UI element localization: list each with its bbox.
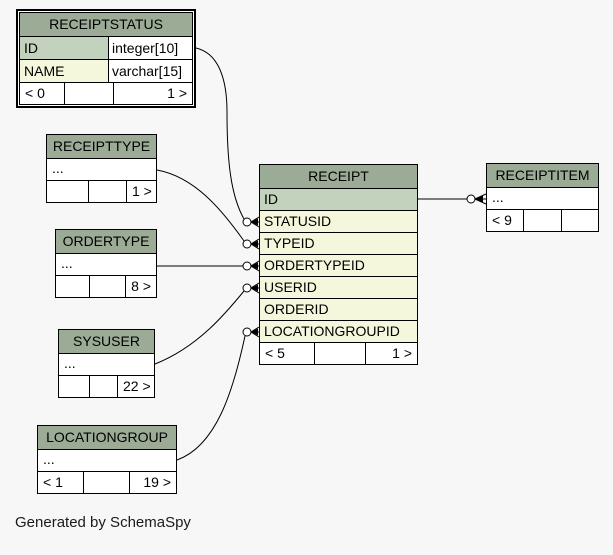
rows-count <box>90 276 126 297</box>
column-name: ID <box>260 189 417 210</box>
cardinality-circle-icon <box>242 327 252 337</box>
rows-count <box>524 210 562 231</box>
column-name: TYPEID <box>260 233 417 254</box>
column-row-typeid: TYPEID <box>260 233 417 255</box>
edge-sysuser-receipt-userid <box>154 282 260 365</box>
column-row-name: NAME varchar[15] <box>20 60 192 83</box>
table-locationgroup-title: LOCATIONGROUP <box>38 426 176 450</box>
rows-count <box>89 181 127 202</box>
parents-count <box>47 181 89 202</box>
column-type: integer[10] <box>108 37 192 59</box>
table-footer: < 9 <box>487 210 598 231</box>
children-count: 8 > <box>131 278 151 294</box>
parents-count: < 9 <box>487 210 524 231</box>
children-count: 19 > <box>143 474 171 490</box>
edge-receipttype-receipt-typeid <box>156 169 260 250</box>
table-receiptitem-title: RECEIPTITEM <box>487 164 598 188</box>
parents-count: < 1 <box>38 472 84 493</box>
rows-count <box>84 472 130 493</box>
collapsed-columns: ... <box>56 254 156 276</box>
crow-foot-icon <box>251 284 258 292</box>
children-count: 1 > <box>167 85 187 101</box>
table-sysuser[interactable]: SYSUSER ... 22 > <box>58 329 155 398</box>
table-receipttype-title: RECEIPTTYPE <box>47 135 156 159</box>
table-sysuser-title: SYSUSER <box>59 330 154 354</box>
table-footer: 22 > <box>59 376 154 397</box>
rows-count <box>65 83 114 104</box>
table-footer: 8 > <box>56 276 156 297</box>
table-receipt-title: RECEIPT <box>260 165 417 189</box>
cardinality-circle-icon <box>466 194 476 204</box>
parents-count: < 0 <box>20 83 65 104</box>
crow-foot-icon <box>251 262 258 270</box>
children-count: 1 > <box>392 345 412 361</box>
table-ordertype[interactable]: ORDERTYPE ... 8 > <box>55 229 157 298</box>
table-locationgroup[interactable]: LOCATIONGROUP ... < 1 19 > <box>37 425 177 494</box>
crow-foot-icon <box>475 195 483 203</box>
children-count: 1 > <box>132 183 152 199</box>
column-row-id: ID <box>260 189 417 211</box>
column-row-id: ID integer[10] <box>20 37 192 60</box>
column-row-ordertypeid: ORDERTYPEID <box>260 255 417 277</box>
column-name: ORDERID <box>260 299 417 320</box>
collapsed-columns: ... <box>47 159 156 181</box>
table-receiptstatus[interactable]: RECEIPTSTATUS ID integer[10] NAME varcha… <box>16 9 196 108</box>
table-ordertype-title: ORDERTYPE <box>56 230 156 254</box>
column-row-statusid: STATUSID <box>260 211 417 233</box>
crow-foot-icon <box>251 218 258 226</box>
edge-locationgroup-receipt-locationgroupid <box>176 326 260 461</box>
parents-count <box>56 276 90 297</box>
collapsed-columns: ... <box>38 450 176 472</box>
relationship-line <box>195 47 245 220</box>
cardinality-circle-icon <box>242 283 252 293</box>
table-receipt[interactable]: RECEIPT ID STATUSID TYPEID ORDERTYPEID U… <box>259 164 418 365</box>
cardinality-circle-icon <box>242 239 252 249</box>
rows-count <box>90 376 118 397</box>
rows-count <box>315 343 366 364</box>
generated-by-credit: Generated by SchemaSpy <box>15 514 191 531</box>
column-name: NAME <box>20 60 108 82</box>
table-footer: 1 > <box>47 181 156 202</box>
relationship-line <box>156 169 245 242</box>
collapsed-columns: ... <box>487 188 598 210</box>
column-name: LOCATIONGROUPID <box>260 321 417 342</box>
column-type: varchar[15] <box>108 60 192 82</box>
relationship-line <box>176 335 246 461</box>
table-receiptstatus-title: RECEIPTSTATUS <box>20 13 192 37</box>
column-row-orderid: ORDERID <box>260 299 417 321</box>
collapsed-columns: ... <box>59 354 154 376</box>
table-receipttype[interactable]: RECEIPTTYPE ... 1 > <box>46 134 157 203</box>
column-name: ORDERTYPEID <box>260 255 417 276</box>
crow-foot-icon <box>251 240 258 248</box>
table-footer: < 1 19 > <box>38 472 176 493</box>
table-footer: < 5 1 > <box>260 343 417 364</box>
parents-count: < 5 <box>260 343 315 364</box>
crow-foot-icon <box>251 328 258 336</box>
parents-count <box>59 376 90 397</box>
relationship-line <box>154 290 245 365</box>
edge-ordertype-receipt-ordertypeid <box>157 260 260 272</box>
column-row-userid: USERID <box>260 277 417 299</box>
column-name: STATUSID <box>260 211 417 232</box>
column-row-locationgroupid: LOCATIONGROUPID <box>260 321 417 343</box>
table-receiptitem[interactable]: RECEIPTITEM ... < 9 <box>486 163 599 232</box>
children-count: 22 > <box>123 378 151 394</box>
edge-receipt-receiptitem <box>418 193 487 205</box>
edge-receiptstatus-receipt-statusid <box>195 47 260 228</box>
children-count <box>562 210 598 231</box>
table-footer: < 0 1 > <box>20 83 192 104</box>
column-name: ID <box>20 37 108 59</box>
cardinality-circle-icon <box>242 217 252 227</box>
column-name: USERID <box>260 277 417 298</box>
cardinality-circle-icon <box>242 261 252 271</box>
